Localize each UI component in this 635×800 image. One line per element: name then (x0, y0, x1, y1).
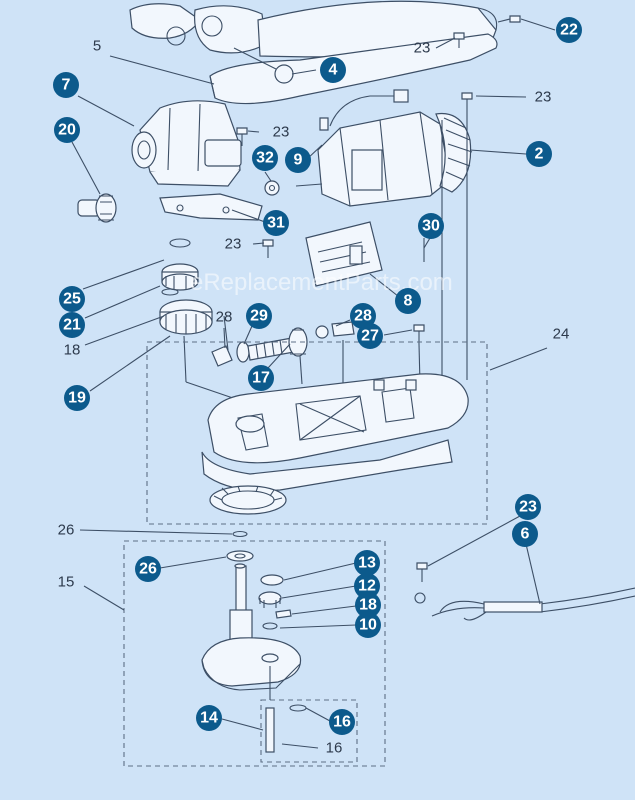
label-15: 15 (58, 574, 75, 591)
guide-lines (183, 110, 468, 409)
svg-text:30: 30 (422, 218, 440, 235)
svg-text:8: 8 (404, 293, 413, 310)
svg-text:4: 4 (329, 62, 338, 79)
badge-25: 25 (59, 286, 85, 312)
badge-31: 31 (263, 210, 289, 236)
svg-text:17: 17 (252, 370, 270, 387)
badge-9: 9 (285, 147, 311, 173)
badge-26: 26 (135, 556, 161, 582)
badge-32: 32 (252, 145, 278, 171)
svg-text:10: 10 (359, 617, 377, 634)
label-28: 28 (216, 309, 233, 326)
power-cord (414, 587, 635, 621)
badge-17: 17 (248, 365, 274, 391)
gear-stack (159, 238, 213, 335)
svg-text:19: 19 (68, 390, 86, 407)
label-5: 5 (93, 38, 101, 55)
screws (236, 15, 521, 582)
badge-22: 22 (556, 17, 582, 43)
badge-13: 13 (354, 550, 380, 576)
svg-text:16: 16 (333, 714, 351, 731)
badge-20: 20 (54, 117, 80, 143)
gear-housing (201, 373, 469, 515)
svg-text:29: 29 (250, 308, 268, 325)
planetary-housing (131, 100, 242, 187)
motor (295, 89, 473, 207)
badge-29: 29 (246, 303, 272, 329)
badge-2: 2 (526, 141, 552, 167)
svg-text:12: 12 (358, 578, 376, 595)
svg-text:13: 13 (358, 555, 376, 572)
badge-7: 7 (53, 72, 79, 98)
badge-10: 10 (355, 612, 381, 638)
label-23: 23 (273, 124, 290, 141)
badge-18: 18 (355, 592, 381, 618)
badge-30: 30 (418, 213, 444, 239)
label-24: 24 (553, 326, 570, 343)
svg-text:2: 2 (535, 146, 544, 163)
planetary-unit (201, 530, 319, 753)
svg-text:9: 9 (294, 152, 303, 169)
gear-20 (77, 193, 117, 223)
badges: 22 4 7 20 2 9 32 31 30 25 8 21 29 28 27 … (53, 17, 582, 735)
label-23: 23 (414, 40, 431, 57)
badge-8: 8 (395, 288, 421, 314)
badge-16: 16 (329, 709, 355, 735)
badge-12: 12 (354, 573, 380, 599)
badge-23: 23 (515, 494, 541, 520)
svg-text:28: 28 (354, 308, 372, 325)
head-housing (129, 0, 498, 105)
svg-text:22: 22 (560, 22, 578, 39)
washer-32 (264, 180, 280, 196)
label-16: 16 (326, 740, 343, 757)
badge-4: 4 (320, 57, 346, 83)
bracket-31 (159, 193, 263, 221)
svg-text:18: 18 (359, 597, 377, 614)
label-18: 18 (64, 342, 81, 359)
badge-6: 6 (512, 521, 538, 547)
svg-text:21: 21 (63, 317, 81, 334)
control-board (305, 221, 425, 287)
svg-text:32: 32 (256, 150, 274, 167)
svg-text:31: 31 (267, 215, 285, 232)
svg-text:27: 27 (361, 328, 379, 345)
pin-box (260, 699, 358, 763)
badge-21: 21 (59, 312, 85, 338)
svg-text:6: 6 (521, 526, 530, 543)
leader-lines (71, 18, 556, 731)
planetary-unit-box (123, 540, 386, 767)
svg-text:23: 23 (519, 499, 537, 516)
svg-text:20: 20 (58, 122, 76, 139)
badge-14: 14 (196, 705, 222, 731)
badge-19: 19 (64, 385, 90, 411)
label-23: 23 (225, 236, 242, 253)
badge-28: 28 (350, 303, 376, 329)
worm-shaft (211, 315, 355, 367)
svg-text:26: 26 (139, 561, 157, 578)
label-26: 26 (58, 522, 75, 539)
svg-text:7: 7 (62, 77, 71, 94)
plain-labels: 5 23 23 23 23 28 18 24 26 15 16 (58, 38, 570, 757)
label-23: 23 (535, 89, 552, 106)
svg-text:25: 25 (63, 291, 81, 308)
svg-text:14: 14 (200, 710, 218, 727)
badge-27: 27 (357, 323, 383, 349)
